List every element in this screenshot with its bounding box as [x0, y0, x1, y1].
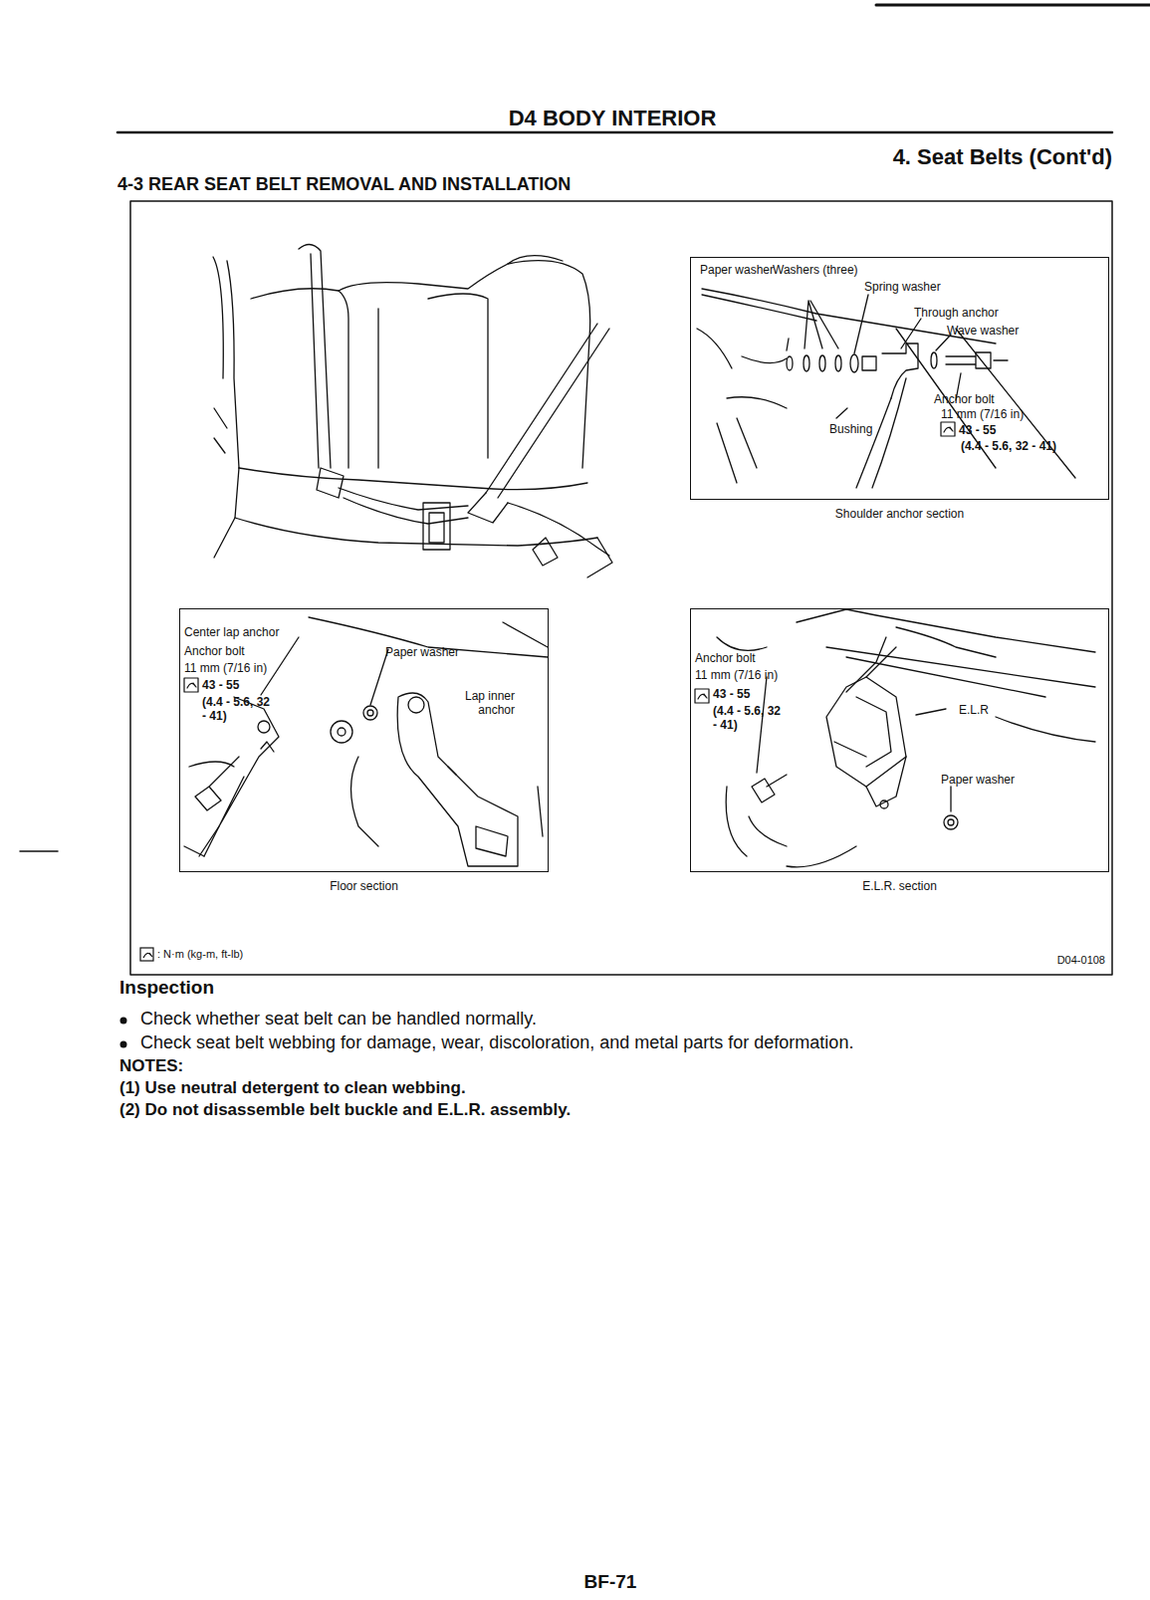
shoulder-anchor-panel: Shoulder anchor section — [690, 256, 1110, 500]
part-label: Paper washer — [699, 262, 774, 277]
margin-tick — [19, 850, 58, 853]
part-label: Paper washer — [385, 645, 460, 660]
floor-anchor-drawing — [184, 617, 548, 867]
note-heading: NOTES: — [119, 1056, 184, 1077]
torque-value: 43 - 55 — [202, 678, 239, 692]
section-heading: 4. Seat Belts (Cont'd) — [893, 144, 1113, 171]
part-label: Wave washer — [946, 323, 1019, 338]
note-text: (2) Do not disassemble belt buckle and E… — [119, 1100, 571, 1121]
torque-symbol — [184, 422, 955, 703]
torque-value: (4.4 - 5.6, 32 - 41) — [958, 439, 1057, 454]
subsection-heading: 4-3 REAR SEAT BELT REMOVAL AND INSTALLAT… — [117, 174, 571, 197]
bolt-size: 11 mm (7/16 in) — [940, 407, 1024, 422]
bullet-text: Check seat belt webbing for damage, wear… — [140, 1032, 854, 1055]
shoulder-anchor-drawing — [696, 288, 1076, 488]
panel-caption: Floor section — [180, 879, 548, 894]
figure-code: D04-0108 — [1057, 953, 1106, 967]
bullet — [120, 1017, 128, 1025]
part-label: Anchor bolt — [184, 644, 245, 659]
torque-value: 43 - 55 — [958, 423, 996, 438]
page-title: D4 BODY INTERIOR — [508, 105, 717, 132]
legend-swatch — [139, 946, 155, 962]
part-label: Washers (three) — [772, 262, 859, 277]
floor-section-panel: Floor section — [179, 608, 549, 873]
bullet — [120, 1041, 128, 1049]
part-label: Anchor bolt — [694, 651, 756, 666]
part-label: Center lap anchor — [184, 625, 279, 640]
part-label: Through anchor — [914, 305, 999, 320]
part-label: Bushing — [829, 422, 873, 437]
elr-drawing — [716, 609, 1096, 868]
part-label: Lap inner anchor — [453, 689, 515, 718]
page-number: BF-71 — [584, 1571, 638, 1595]
rear-seat-drawing — [213, 243, 613, 578]
part-label: Paper washer — [940, 772, 1015, 787]
panel-caption: E.L.R. section — [690, 879, 1109, 894]
bullet-text: Check whether seat belt can be handled n… — [140, 1008, 537, 1031]
torque-value: 43 - 55 — [712, 687, 750, 701]
title-rule — [117, 131, 1113, 135]
page-mark — [876, 3, 1150, 7]
legend-text: : N·m (kg-m, ft-lb) — [157, 947, 243, 961]
bolt-size: 11 mm (7/16 in) — [184, 661, 267, 676]
section-heading: Inspection — [119, 976, 215, 1000]
bolt-size: 11 mm (7/16 in) — [694, 668, 778, 683]
part-label: E.L.R — [958, 702, 989, 717]
torque-value: (4.4 - 5.6, 32 - 41) — [712, 703, 785, 733]
torque-value: (4.4 - 5.6, 32 - 41) — [202, 694, 274, 724]
figure-frame — [130, 201, 1113, 975]
elr-section-panel: E.L.R. section — [690, 608, 1110, 873]
part-label: Anchor bolt — [933, 392, 995, 407]
part-label: Spring washer — [864, 279, 941, 294]
panel-caption: Shoulder anchor section — [690, 506, 1109, 521]
note-text: (1) Use neutral detergent to clean webbi… — [119, 1078, 466, 1099]
